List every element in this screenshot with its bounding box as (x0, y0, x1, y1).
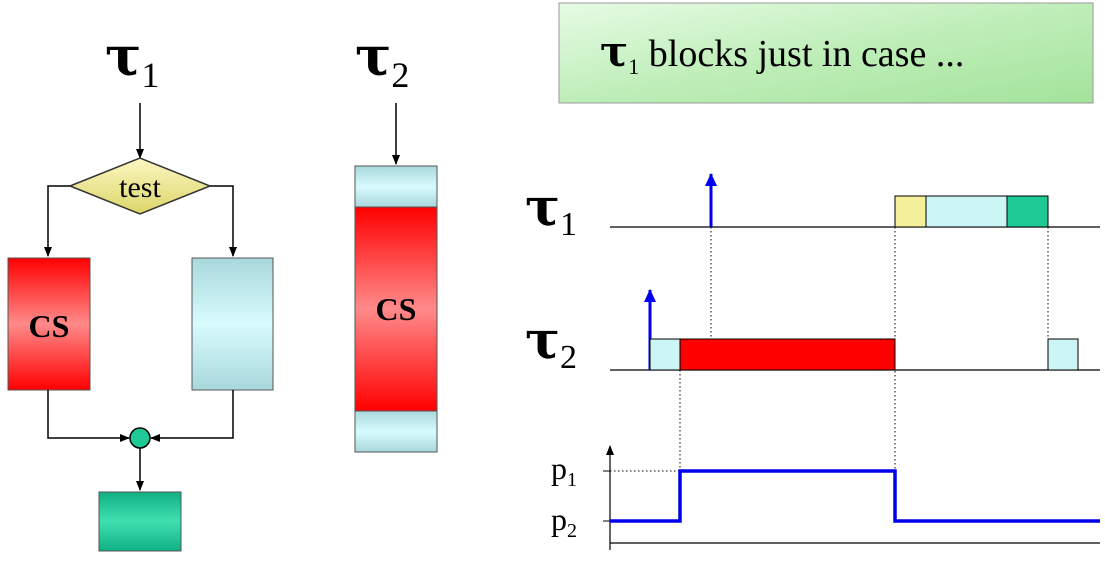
branch-left (44, 185, 70, 257)
banner-tau: τ (600, 27, 628, 76)
priority-p2-symbol: p (551, 501, 567, 537)
task1-final-segment (1006, 195, 1049, 228)
test-label: test (119, 171, 161, 204)
flow-cs-box (7, 257, 91, 391)
banner-caption: blocks just in case ... (649, 33, 965, 75)
merge-left (47, 390, 130, 442)
task1-label: τ1 (105, 24, 159, 95)
task2-label: τ2 (355, 24, 409, 95)
task2-cs-box (354, 206, 438, 412)
task2-index: 2 (391, 55, 409, 95)
timeline-row2-symbol: τ (525, 310, 560, 371)
timeline-row2-label: τ2 (525, 310, 577, 376)
task1-test-segment (894, 195, 927, 228)
timeline-row2-index: 2 (560, 339, 577, 376)
guide-lines (610, 227, 1049, 520)
merge-right (150, 390, 234, 442)
task2-block: τ2 CS (354, 24, 438, 453)
banner-tau-index: 1 (628, 54, 639, 79)
priority-p1-index: 1 (567, 469, 577, 491)
merge-node (129, 427, 151, 449)
priority-p1-symbol: p (551, 450, 567, 486)
task2-cs-label: CS (376, 291, 417, 327)
flow-final-box (98, 491, 182, 552)
timeline-row1-symbol: τ (525, 177, 560, 238)
priority-label-p1: p1 (551, 450, 577, 491)
timeline-row1-index: 1 (560, 206, 577, 243)
banner-text: τ1 blocks just in case ... (600, 27, 964, 79)
task2-noncs-segment-2 (1047, 338, 1079, 371)
task1-noncs-segment (925, 195, 1008, 228)
branch-right (210, 185, 237, 257)
task1-index: 1 (141, 55, 159, 95)
task2-noncs-segment-1 (649, 338, 681, 371)
flow-noncs-box (191, 257, 274, 391)
task2-noncs-top (354, 165, 438, 208)
task2-cs-segment (679, 338, 896, 371)
flow-cs-label: CS (29, 308, 70, 344)
banner-box (558, 2, 1094, 104)
timeline-row1-label: τ1 (525, 177, 577, 243)
priority-p2-index: 2 (567, 520, 577, 542)
task2-symbol: τ (355, 24, 391, 88)
task2-priority-line (610, 469, 1100, 523)
priority-label-p2: p2 (551, 501, 577, 542)
task1-flowchart: τ1 test CS (7, 24, 274, 552)
banner: τ1 blocks just in case ... (558, 2, 1094, 104)
task2-noncs-bottom (354, 410, 438, 453)
task1-symbol: τ (105, 24, 141, 88)
timeline: τ1 τ2 p1 (525, 173, 1100, 550)
